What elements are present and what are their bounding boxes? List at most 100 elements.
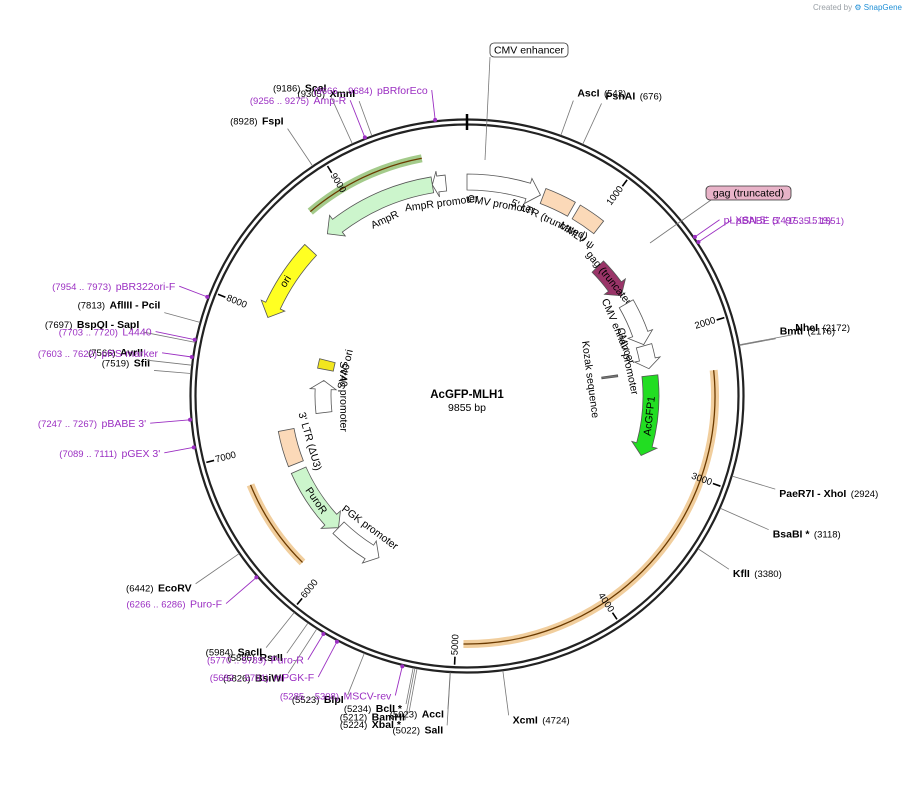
site-xbai: (5224) XbaI * bbox=[340, 715, 402, 732]
feature-arrow-sv40-promoter bbox=[308, 380, 338, 414]
primer-name: pGEX 3' bbox=[122, 448, 161, 460]
site-name: BlpI bbox=[324, 694, 344, 706]
feature-label-acgfp1: AcGFP1 bbox=[642, 395, 658, 436]
site-ecorv: (6442) EcoRV bbox=[126, 579, 192, 596]
site-leader-bamhi bbox=[408, 668, 418, 713]
feature-label-sv40-ori: SV40 ori bbox=[335, 348, 355, 390]
primer-leader-mpgk-f bbox=[317, 641, 338, 678]
feature-arrow-cmv-enhancer bbox=[618, 299, 654, 346]
ruler-label-5000: 5000 bbox=[450, 634, 462, 656]
primer-name: pLXSN 5' bbox=[724, 215, 768, 227]
site-leader-xcmi bbox=[502, 670, 510, 716]
feature-arrow-puror bbox=[290, 466, 341, 529]
site-leader-bsabi bbox=[720, 507, 769, 531]
site-name: XmnI bbox=[329, 88, 355, 100]
site-bsiwi: (5826) BsiWI bbox=[223, 668, 284, 685]
site-bspqi-sapi: (7697) BspQI - SapI bbox=[45, 315, 139, 332]
site-name: RsrII bbox=[259, 652, 282, 664]
site-name: AscI bbox=[577, 88, 599, 100]
site-name: EcoRV bbox=[158, 583, 192, 595]
site-position: (7813) bbox=[78, 301, 105, 312]
ruler-label-8000: 8000 bbox=[225, 293, 249, 311]
primer-range: (1535 .. 1551) bbox=[785, 216, 844, 227]
primer-mark-puro-f bbox=[254, 575, 259, 580]
primer-range: (7703 .. 7720) bbox=[59, 328, 118, 339]
site-bmti: BmtI (2176) bbox=[780, 322, 835, 339]
feature-arrow-kozak-sequence bbox=[601, 374, 619, 380]
primer-range: (1497 .. 1519) bbox=[772, 216, 831, 227]
site-name: NheI bbox=[795, 322, 818, 334]
primer-puro-r: (5770 .. 5789) Puro-R bbox=[207, 651, 304, 668]
callout-label-cmv-enhancer: CMV enhancer bbox=[494, 45, 565, 57]
site-pshai: PshAI (676) bbox=[606, 86, 662, 103]
primer-pbrforeco: (9666 .. 9684) pBRforEco bbox=[313, 81, 428, 98]
feature-arrow-ori bbox=[260, 243, 318, 319]
feature-label-ori: ori bbox=[278, 273, 294, 289]
primer-leader-puro-f bbox=[225, 577, 257, 604]
primer-leader-pbr322ori-f bbox=[179, 285, 208, 298]
primer-amp-r: (9256 .. 9275) Amp-R bbox=[250, 91, 347, 108]
site-acci: (5023) AccI bbox=[390, 704, 444, 721]
site-position: (542) bbox=[604, 89, 626, 100]
credit-brand: SnapGene bbox=[863, 3, 902, 12]
primer-range: (5770 .. 5789) bbox=[207, 656, 266, 667]
primer-name: pBRforEco bbox=[377, 85, 428, 97]
callout-label-gag-truncated: gag (truncated) bbox=[713, 188, 784, 200]
primer-range: (7089 .. 7111) bbox=[59, 449, 117, 460]
plasmid-backbone bbox=[189, 114, 745, 674]
site-name: XbaI * bbox=[372, 719, 402, 731]
ruler-tick-1000 bbox=[621, 179, 628, 187]
primer-mark-puro-r bbox=[321, 632, 326, 637]
primer-leader-l4440 bbox=[155, 331, 195, 341]
primer-name: MSCV-rev bbox=[343, 691, 392, 703]
site-leader-bsiwi bbox=[287, 628, 318, 674]
feature-arrow-sv40-ori bbox=[317, 358, 336, 372]
site-name: BmtI bbox=[780, 326, 803, 338]
primer-puro-f: (6266 .. 6286) Puro-F bbox=[126, 595, 222, 612]
ruler-label-1000: 1000 bbox=[605, 184, 626, 208]
primer-leader-pbabe-3 bbox=[150, 419, 191, 424]
site-sacii: (5984) SacII bbox=[206, 643, 263, 660]
primer-mscv-rev: (5285 .. 5308) MSCV-rev bbox=[280, 687, 392, 704]
site-position: (2176) bbox=[808, 327, 835, 338]
site-name: SfiI bbox=[134, 357, 150, 369]
primer-leader-pgex-3 bbox=[164, 446, 194, 454]
site-position: (7697) bbox=[45, 320, 72, 331]
site-name: BclI * bbox=[376, 703, 403, 715]
feature-arrow-ampr-promoter bbox=[431, 171, 448, 198]
highlight-line-ampr-highlight bbox=[309, 157, 422, 213]
callout-leader-gag-truncated bbox=[649, 199, 712, 244]
site-leader-scai bbox=[330, 95, 353, 144]
primer-range: (5285 .. 5308) bbox=[280, 692, 339, 703]
ruler-tick-6000 bbox=[296, 597, 303, 606]
primer-name: pBABE 5' bbox=[736, 215, 781, 227]
ruler-tick-2000 bbox=[716, 316, 725, 321]
primer-leader-plxsn-5 bbox=[694, 219, 720, 238]
plasmid-length: 9855 bp bbox=[448, 402, 486, 414]
site-leader-sacii bbox=[265, 612, 295, 648]
site-name: AflIII - PciI bbox=[110, 300, 161, 312]
site-bsabi: BsaBI * (3118) bbox=[773, 525, 841, 542]
primer-name: mPGK-F bbox=[273, 672, 314, 684]
primer-range: (7247 .. 7267) bbox=[38, 419, 97, 430]
primer-range: (7603 .. 7622) bbox=[38, 349, 97, 360]
highlight-line-mlh1-insert bbox=[463, 370, 716, 645]
primer-plxsn-5: pLXSN 5' (1497 .. 1519) bbox=[724, 211, 832, 228]
site-position: (9186) bbox=[273, 84, 300, 95]
primer-leader-prs-marker bbox=[161, 352, 192, 358]
primer-l4440: (7703 .. 7720) L4440 bbox=[59, 323, 152, 340]
site-position: (3118) bbox=[814, 530, 841, 541]
ruler-label-2000: 2000 bbox=[693, 315, 716, 332]
primer-name: pRS-marker bbox=[101, 348, 158, 360]
highlight-band-puror-highlight bbox=[246, 483, 306, 566]
primer-name: pBABE 3' bbox=[102, 418, 147, 430]
site-kfli: KflI (3380) bbox=[733, 564, 782, 581]
snapgene-credit: Created by ⚙ SnapGene bbox=[813, 3, 902, 12]
site-name: XcmI bbox=[513, 714, 538, 726]
primer-pbabe-3: (7247 .. 7267) pBABE 3' bbox=[38, 414, 146, 431]
site-leader-sfii bbox=[154, 370, 191, 374]
site-leader-acci bbox=[447, 672, 451, 710]
site-rsrii: (5886) RsrII bbox=[228, 648, 283, 665]
ruler-tick-7000 bbox=[206, 459, 215, 464]
